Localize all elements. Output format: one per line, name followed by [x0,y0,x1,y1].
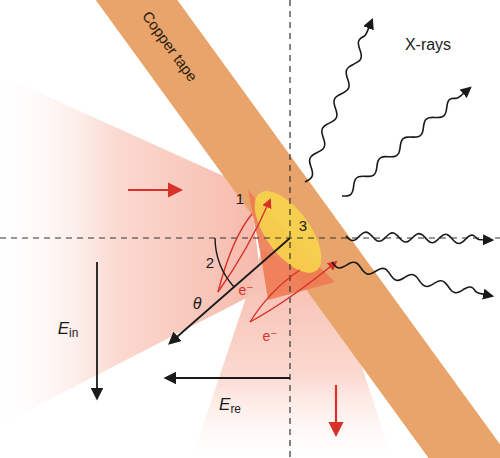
dashed-axis [289,0,290,458]
field-label: Ere [219,396,241,416]
x-ray-label: X-rays [405,37,451,53]
copper-tape [62,0,500,458]
x-ray-arrow [346,232,492,243]
field-label: Ein [58,320,79,340]
field-vector [170,238,290,343]
field-vector [96,262,98,398]
callout-number: 1 [236,191,244,206]
laser-direction-arrow [128,189,180,191]
callout-number: 3 [299,218,307,233]
angle-arc [215,238,234,287]
electron-trajectory [218,200,336,322]
tape-label: Copper tape [139,8,201,85]
x-ray-waves [305,20,492,296]
x-ray-arrow [305,20,372,182]
electron-label: e⁻ [238,283,253,297]
callout-number: 2 [206,255,214,270]
laser-direction-arrow [335,385,337,434]
electron-label: e⁻ [262,329,277,343]
angle-label: θ [193,296,202,312]
x-ray-arrow [332,262,492,296]
x-ray-arrow [342,88,470,196]
field-vector [166,377,290,379]
